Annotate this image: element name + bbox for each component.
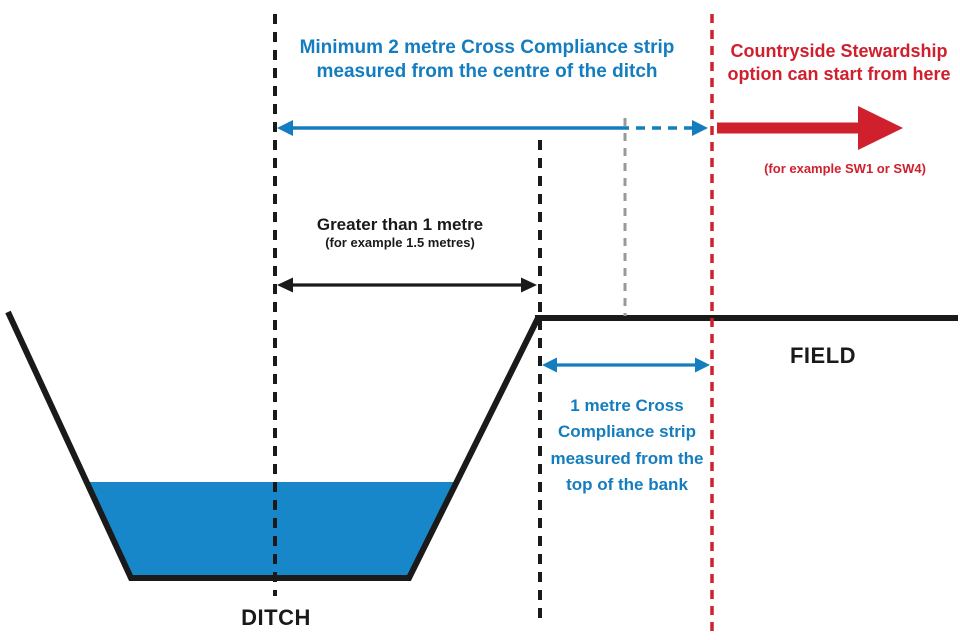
bank-strip-arrow xyxy=(542,357,710,373)
arrowhead-right-icon xyxy=(695,357,710,373)
greater-than-label-line2: (for example 1.5 metres) xyxy=(325,235,475,251)
bank-strip-label-line4: top of the bank xyxy=(566,475,688,495)
bank-strip-label: 1 metre Cross Compliance strip measured … xyxy=(537,393,717,498)
stewardship-label: Countryside Stewardship option can start… xyxy=(720,40,958,85)
arrowhead-right-icon xyxy=(521,277,537,293)
bank-strip-label-line2: Compliance strip xyxy=(558,422,696,442)
stewardship-label-line1: Countryside Stewardship xyxy=(730,41,948,61)
cross-compliance-arrow xyxy=(277,120,708,136)
stewardship-label-line2: option can start from here xyxy=(727,63,951,84)
field-label: FIELD xyxy=(789,343,857,368)
arrowhead-left-icon xyxy=(542,357,557,373)
greater-than-arrow xyxy=(277,277,537,293)
ditch-water xyxy=(88,482,456,578)
arrowhead-left-icon xyxy=(277,277,293,293)
arrowhead-left-icon xyxy=(277,120,293,136)
arrowhead-right-icon xyxy=(692,120,708,136)
greater-than-label-line1: Greater than 1 metre xyxy=(316,215,484,234)
stewardship-example-label: (for example SW1 or SW4) xyxy=(764,161,926,176)
stewardship-arrow xyxy=(717,106,903,150)
cross-compliance-label: Minimum 2 metre Cross Compliance strip m… xyxy=(277,36,697,84)
ditch-outline xyxy=(5,310,541,581)
arrowhead-red-icon xyxy=(858,106,903,150)
cross-compliance-label-line2: measured from the centre of the ditch xyxy=(316,60,658,82)
bank-strip-label-line1: 1 metre Cross xyxy=(570,396,684,415)
ditch-label: DITCH xyxy=(241,605,311,630)
cross-compliance-label-line1: Minimum 2 metre Cross Compliance strip xyxy=(299,37,675,58)
bank-strip-label-line3: measured from the xyxy=(550,448,704,468)
greater-than-label: Greater than 1 metre (for example 1.5 me… xyxy=(280,214,520,252)
